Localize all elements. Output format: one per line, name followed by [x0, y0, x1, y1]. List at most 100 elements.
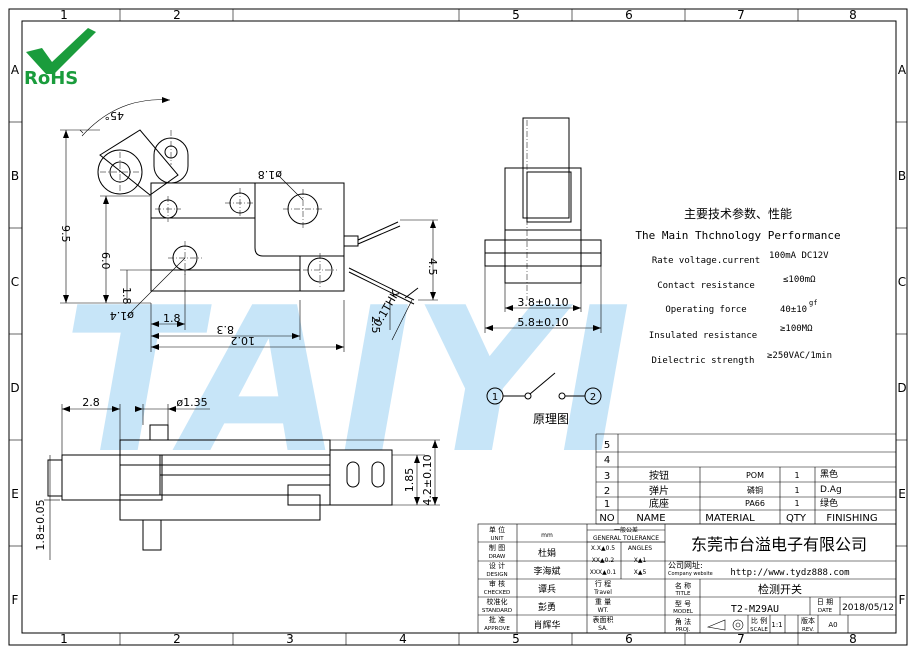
- tb-web-label-en: Company website: [668, 571, 713, 577]
- col-label: 5: [512, 632, 520, 646]
- row-label: C: [898, 275, 906, 289]
- bom-qty: 1: [794, 471, 799, 480]
- tb-label: 设 计: [489, 561, 505, 570]
- tb-label: DRAW: [489, 554, 506, 560]
- side-view: 3.8±0.10 5.8±0.10: [484, 117, 602, 333]
- col-label: 7: [737, 8, 745, 22]
- bom-header: NO: [599, 513, 614, 524]
- circuit-schematic: 1 2 原理图: [486, 372, 602, 426]
- tb-label: SA.: [598, 625, 608, 632]
- col-label: 3: [286, 632, 294, 646]
- tb-label: 校准化: [487, 597, 508, 606]
- lever-arm: [99, 129, 179, 196]
- tb-label: REV.: [802, 627, 814, 633]
- tb-label: 行 程: [595, 579, 611, 588]
- perf-label: Contact resistance: [657, 281, 755, 291]
- tb-label: 比 例: [751, 616, 767, 625]
- bom-material: PA66: [745, 499, 765, 508]
- bom-name: 底座: [649, 497, 669, 510]
- tb-draw-name: 杜娟: [538, 547, 556, 559]
- col-label: 5: [512, 8, 520, 22]
- tb-label: DATE: [818, 608, 833, 614]
- perf-title-cn: 主要技术参数、性能: [684, 206, 792, 221]
- row-label: E: [898, 487, 906, 501]
- row-label: B: [11, 169, 19, 183]
- tb-unit-value: mm: [541, 532, 553, 539]
- title-block: 单 位 UNIT 制 图 DRAW 设 计 DESIGN 审 核 CHECKED…: [477, 523, 897, 634]
- bom-no: 2: [604, 486, 610, 497]
- outer-frame: [8, 8, 908, 646]
- row-label: F: [899, 593, 906, 607]
- pin-1-label: 1: [492, 392, 498, 403]
- tb-label: 重 量: [595, 598, 611, 606]
- tb-label: PROJ.: [676, 627, 691, 633]
- bottom-terminal: [329, 449, 393, 506]
- perf-label: Dielectric strength: [652, 356, 755, 366]
- col-label: 2: [173, 632, 181, 646]
- col-label: 4: [399, 632, 407, 646]
- perf-label: Insulated resistance: [649, 331, 757, 341]
- tb-tol: X.X▲0.5: [591, 545, 615, 552]
- col-label: 7: [737, 632, 745, 646]
- row-labels: A B C D E F A B C D E F: [10, 63, 907, 607]
- bom-qty: 1: [794, 486, 799, 495]
- bom-no: 1: [604, 499, 610, 510]
- col-label: 6: [625, 8, 633, 22]
- dim-hole-top: ø1.8: [258, 168, 282, 181]
- col-label: 1: [60, 632, 68, 646]
- pin-2-label: 2: [590, 392, 596, 403]
- tb-label: TITLE: [675, 591, 691, 597]
- tb-tol: XXX▲0.1: [590, 569, 617, 576]
- front-view: 45° ø1.8 9.5 6.0 1.8 ø1.4 1.8 8.3 10.2 4…: [59, 97, 439, 352]
- col-label: 1: [60, 8, 68, 22]
- tb-std-name: 彭勇: [538, 601, 556, 613]
- dim-hole-low: ø1.4: [110, 309, 134, 322]
- dim-total-width: 10.2: [231, 334, 256, 347]
- bom-no: 5: [604, 440, 610, 451]
- bom-material: POM: [746, 471, 764, 480]
- frame-ticks: [9, 9, 907, 645]
- tb-label: UNIT: [490, 536, 504, 542]
- dim-bottom-height: 2.5: [369, 316, 382, 334]
- dim-bottom-hole: ø1.35: [176, 396, 207, 409]
- tb-label: 单 位: [489, 525, 505, 534]
- tb-label: 日 期: [817, 598, 833, 606]
- dim-side-w1: 3.8±0.10: [517, 296, 568, 309]
- dim-bottom-width: 2.8: [82, 396, 100, 409]
- tb-model-value: T2-M29AU: [731, 604, 779, 615]
- tb-web-label: 公司网址:: [668, 560, 703, 570]
- tb-label: Travel: [593, 589, 612, 596]
- row-label: D: [897, 381, 906, 395]
- bottom-view: 2.8 ø1.35 1.85 4.2±0.10 1.8±0.05: [34, 396, 440, 560]
- row-label: A: [11, 63, 20, 77]
- tb-label: 批 准: [489, 615, 505, 624]
- bom-header: QTY: [786, 513, 807, 524]
- schematic-label: 原理图: [533, 412, 569, 426]
- dim-mid-height: 6.0: [99, 252, 112, 270]
- tb-tol: XX▲0.2: [592, 557, 615, 564]
- tb-company: 东莞市台溢电子有限公司: [691, 535, 867, 554]
- perf-value: ≤100mΩ: [783, 275, 816, 285]
- dim-right-height: 4.5: [426, 258, 439, 276]
- bom-material: 磷铜: [747, 485, 763, 495]
- tb-date-value: 2018/05/12: [842, 603, 894, 613]
- bom-name: 弹片: [649, 484, 669, 497]
- dim-bottom-h1: 1.85: [403, 468, 416, 493]
- bom-no: 3: [604, 471, 610, 482]
- tb-ang-hdr: ANGLES: [628, 545, 652, 552]
- bom-finish: D.Ag: [820, 485, 842, 495]
- bom-finish: 绿色: [820, 497, 838, 509]
- col-label: 2: [173, 8, 181, 22]
- perf-label: Operating force: [665, 305, 746, 315]
- row-label: C: [11, 275, 19, 289]
- tb-label: 版本: [801, 616, 815, 625]
- tb-label: MODEL: [673, 609, 694, 615]
- checkmark-icon: [26, 28, 96, 74]
- tb-tol-cn: 一般公差: [614, 526, 638, 534]
- projection-symbol-icon: [706, 619, 744, 631]
- tb-title-value: 检测开关: [758, 582, 802, 596]
- column-labels: 1 2 5 6 7 8 1 2 3 4 5 6 7 8: [60, 8, 857, 646]
- bom-header: NAME: [636, 513, 665, 524]
- dim-bottom-h3: 1.8±0.05: [34, 499, 47, 550]
